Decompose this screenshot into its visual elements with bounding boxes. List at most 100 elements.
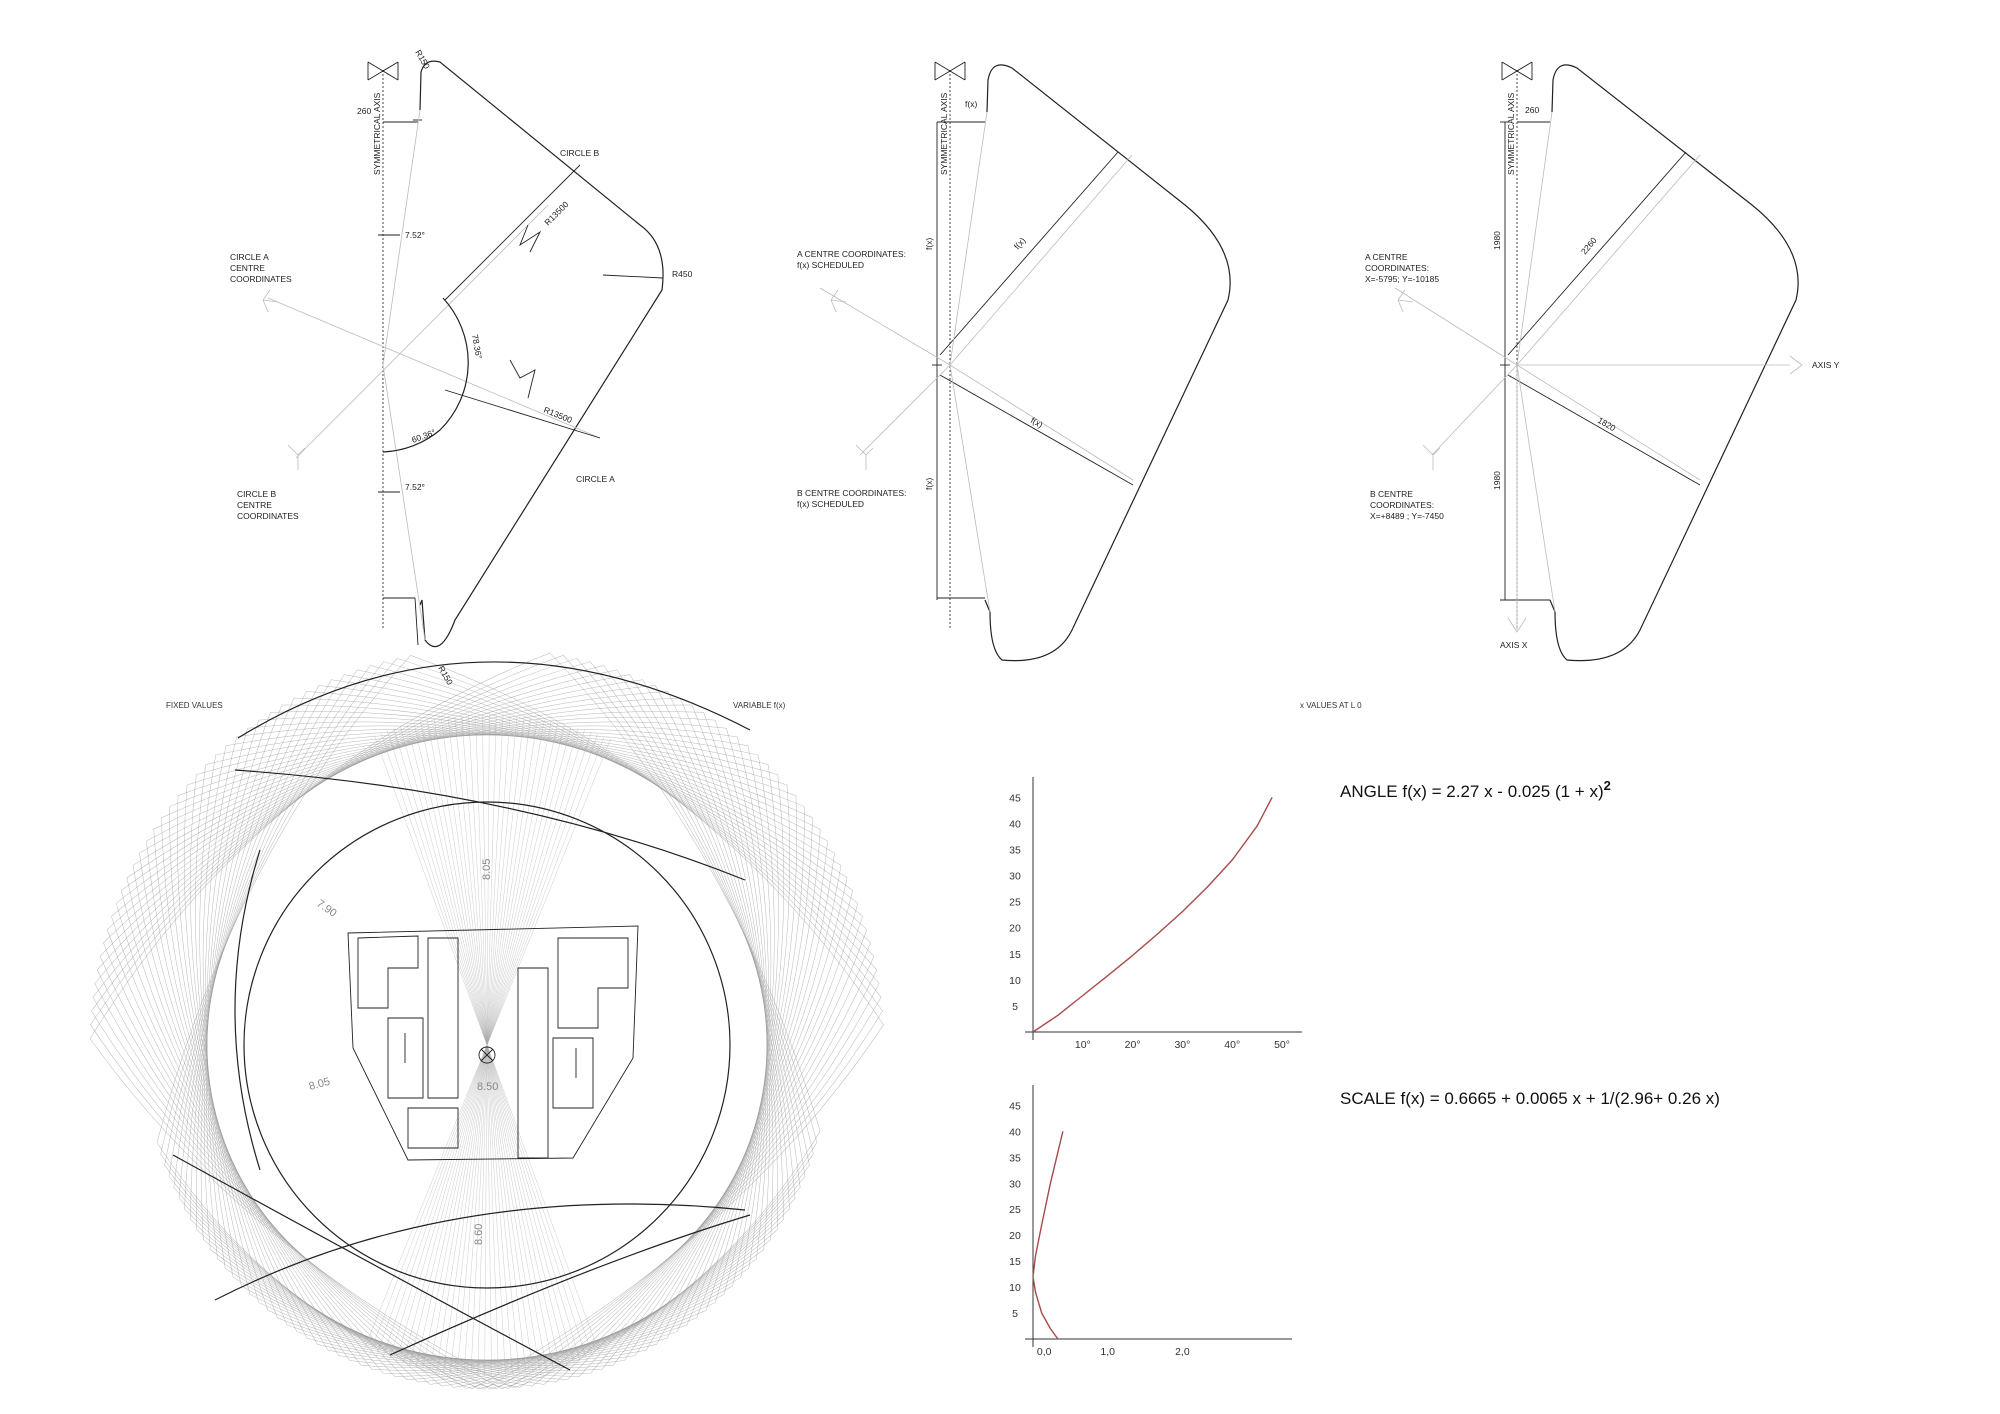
x-values-caption: x VALUES AT L 0 (1300, 701, 1362, 710)
arc-upper-band (234, 769, 746, 881)
a-axis-line (819, 287, 951, 366)
rotated-outline (168, 665, 880, 1389)
rotated-outline (204, 704, 853, 1374)
rotated-outline (111, 691, 778, 1380)
circle-b-label: CIRCLE B (560, 148, 600, 158)
angle-6036-label: 60.36° (410, 427, 437, 445)
rotated-outline (153, 728, 772, 1363)
y-tick-label: 25 (1009, 1204, 1021, 1216)
rotated-outline (206, 721, 835, 1366)
rotated-outline (103, 679, 790, 1385)
rotated-outline (169, 733, 779, 1361)
r450-label: R450 (672, 269, 693, 279)
plan-slab (347, 925, 639, 1161)
upper-arm (1507, 151, 1687, 356)
angle-top-label: 7.52° (405, 230, 425, 240)
rotated-outline (139, 721, 768, 1366)
angle-arc (382, 297, 469, 453)
fx-lower-arm-label: f(x) (1029, 415, 1045, 430)
arc-left (234, 849, 261, 1171)
core-circle (243, 801, 731, 1289)
lower-arm-guide (1516, 364, 1701, 481)
centre-marker (478, 1046, 496, 1064)
a-centre-line-3: X=-5795; Y=-10185 (1365, 274, 1439, 284)
tower-outline (984, 64, 1231, 662)
rotated-outline (178, 674, 875, 1387)
plan-room-3 (387, 1017, 424, 1099)
rotated-outline (91, 658, 814, 1390)
axis-x-arrow-icon (1507, 617, 1527, 633)
y-tick-label: 5 (1012, 1001, 1018, 1013)
x-tick-label: 20° (1125, 1039, 1141, 1051)
x-tick-label: 2,0 (1175, 1346, 1190, 1358)
rotated-outline (156, 655, 884, 1390)
dim-790-label: 7.90 (314, 898, 338, 920)
tower-outline (1549, 64, 1799, 662)
rotated-outline (92, 661, 810, 1390)
radius-b-line (444, 164, 581, 301)
fixed-values-panel: SYMMETRICAL AXIS 260 R150 R150 CIRCLE B … (166, 48, 693, 710)
rotation-ray (363, 738, 611, 1352)
axis-y-arrow-icon (1789, 355, 1803, 375)
y-tick-label: 30 (1009, 871, 1021, 883)
fx-vertical-upper-label: f(x) (924, 238, 934, 250)
r450-leader (602, 274, 664, 279)
r150-top-label: R150 (413, 48, 432, 71)
dim-1980-lower-label: 1980 (1492, 471, 1502, 490)
rotated-outline (121, 704, 770, 1374)
y-tick-label: 30 (1009, 1178, 1021, 1190)
y-tick-label: 45 (1009, 792, 1021, 804)
y-tick-label: 15 (1009, 1256, 1021, 1268)
a-centre-line-1: A CENTRE COORDINATES: (797, 249, 906, 259)
arc-bottom-right (389, 1214, 751, 1356)
angle-formula-exponent: 2 (1604, 778, 1611, 793)
circle-b-centre-line-2: CENTRE (237, 500, 272, 510)
dim-850-label: 8.50 (477, 1081, 498, 1093)
b-centre-line-3: X=+8489 ; Y=-7450 (1370, 511, 1444, 521)
b-centre-line-2: f(x) SCHEDULED (797, 499, 864, 509)
rotated-outline (190, 685, 868, 1383)
rotated-outline (115, 697, 774, 1377)
y-tick-label: 25 (1009, 897, 1021, 909)
circle-a-centre-line-3: COORDINATES (230, 274, 292, 284)
dim-260-label: 260 (1525, 105, 1539, 115)
rotated-outline (106, 685, 784, 1383)
arc-lower-band (214, 1203, 746, 1301)
a-centre-line-2: f(x) SCHEDULED (797, 260, 864, 270)
rotated-outline (146, 725, 769, 1365)
dim-805-left-label: 8.05 (308, 1076, 332, 1093)
circle-a-centre-line-2: CENTRE (230, 263, 265, 273)
a-centre-icon (830, 289, 847, 313)
r13500-upper-label: R13500 (542, 199, 570, 227)
lower-arm (1507, 374, 1701, 486)
axis-x-label: AXIS X (1500, 640, 1528, 650)
angle-formula: ANGLE f(x) = 2.27 x - 0.025 (1 + x)2 (1340, 778, 1611, 801)
rotated-outline (196, 691, 863, 1380)
angle-7836-label: 78.36° (470, 334, 484, 360)
section-arrow-icon (1501, 61, 1533, 81)
y-tick-label: 45 (1009, 1100, 1021, 1112)
break-symbol-upper (519, 224, 542, 253)
circle-a-axis (267, 297, 601, 439)
plan-room-2 (427, 937, 459, 1099)
y-tick-label: 5 (1012, 1308, 1018, 1320)
a-centre-icon (1397, 289, 1414, 313)
series-line (1032, 797, 1273, 1033)
y-tick-label: 40 (1009, 1126, 1021, 1138)
break-symbol-lower (509, 359, 536, 399)
rotated-outline (206, 711, 848, 1371)
rotated-outline (200, 697, 859, 1377)
y-tick-label: 20 (1009, 1230, 1021, 1242)
dim-260-label: 260 (357, 106, 371, 116)
b-centre-line-2: COORDINATES: (1370, 500, 1434, 510)
bottom-notch (414, 597, 419, 646)
upper-arm-guide (1516, 154, 1701, 366)
rotated-outline (99, 674, 796, 1387)
rotated-outline (164, 661, 882, 1390)
b-axis-line (859, 364, 951, 456)
section-arrow-icon (934, 61, 966, 81)
rotated-outline (184, 679, 871, 1385)
radial-line-bottom (949, 364, 991, 613)
symmetrical-axis-label: SYMMETRICAL AXIS (1506, 92, 1516, 175)
